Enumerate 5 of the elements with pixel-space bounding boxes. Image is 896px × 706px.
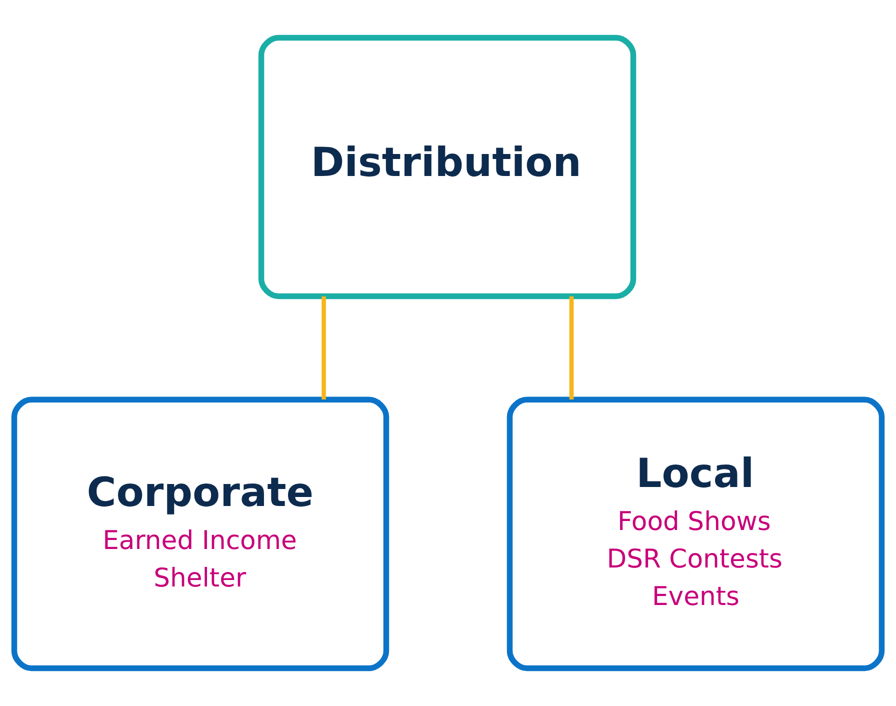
node-box: Distribution: [258, 34, 636, 300]
node-box: Corporate Earned Income Shelter: [11, 396, 390, 672]
connector: [322, 296, 326, 400]
node-box: Local Food Shows DSR Contests Events: [506, 396, 885, 672]
connector: [569, 296, 574, 400]
